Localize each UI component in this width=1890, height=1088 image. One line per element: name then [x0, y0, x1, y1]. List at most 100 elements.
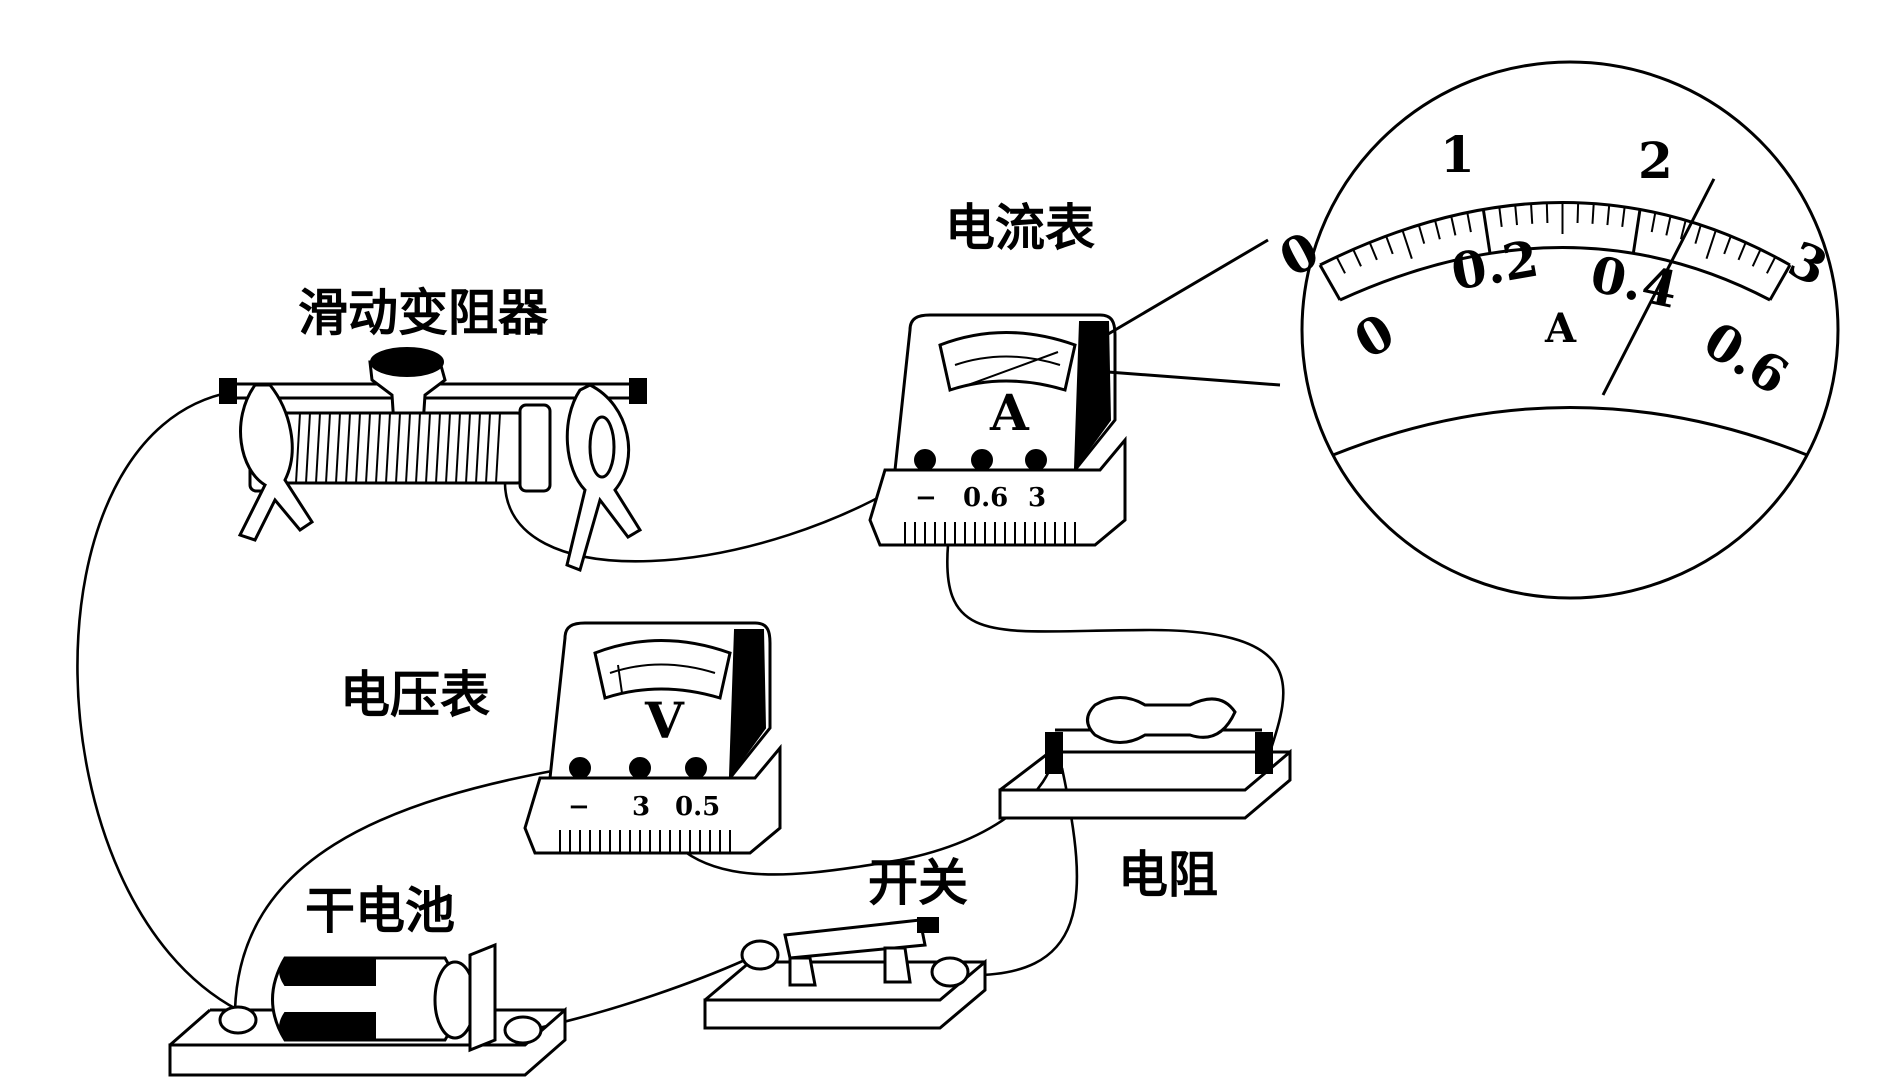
ammeter-terminal-negative	[914, 449, 936, 471]
dial-tick	[1723, 235, 1732, 255]
voltmeter-terminal-3	[629, 757, 651, 779]
rheostat-coil-windings	[295, 412, 501, 484]
switch-label: 开关	[868, 853, 968, 912]
ammeter-dial-window	[938, 331, 1077, 392]
zoom-dial-ticks	[1318, 202, 1792, 301]
dial-tick	[1450, 215, 1457, 236]
switch-blade	[783, 918, 927, 960]
resistor-board	[998, 748, 1292, 820]
dial-tick	[1401, 229, 1413, 259]
resistor: 电阻	[998, 696, 1292, 904]
voltmeter-terminal-label-3: 3	[632, 792, 650, 822]
rheostat-rod-end-left	[219, 378, 237, 404]
voltmeter-terminal-negative	[569, 757, 591, 779]
zoom-connector-top	[1097, 238, 1269, 342]
switch-post-left	[788, 956, 817, 987]
outer-scale-2: 2	[1638, 131, 1673, 190]
switch-terminal-right	[930, 956, 970, 988]
switch: 开关	[703, 853, 987, 1030]
wire-voltmeter-negative-to-battery	[233, 764, 581, 1011]
voltmeter-symbol: V	[644, 691, 685, 750]
dial-tick	[1481, 209, 1492, 254]
battery-label: 干电池	[305, 881, 455, 940]
ammeter-side-panel	[1073, 321, 1112, 472]
resistor-board-edge	[999, 750, 1051, 792]
switch-board	[703, 958, 987, 1030]
dial-tick	[1768, 264, 1792, 301]
ammeter-terminal-0.6	[971, 449, 993, 471]
resistor-terminal-right	[1255, 732, 1273, 774]
outer-scale-1: 1	[1440, 125, 1475, 184]
rheostat: 滑动变阻器	[219, 283, 647, 572]
voltmeter-terminal-label-negative: −	[568, 792, 590, 822]
rheostat-end-cap-right	[518, 403, 552, 493]
voltmeter: 电压表 V −	[340, 621, 782, 855]
voltmeter-needle	[617, 664, 623, 694]
switch-handle	[917, 917, 939, 933]
ammeter-zoom-dial: 0 1 2 3 0 0.2 0.4 0.6 A	[1097, 60, 1840, 600]
dial-tick	[1766, 256, 1777, 274]
zoom-connector-bottom	[1107, 370, 1281, 387]
voltmeter-terminal-0.5	[685, 757, 707, 779]
zoom-dial-unit: A	[1544, 305, 1577, 352]
dial-tick	[1514, 204, 1518, 226]
battery-terminal-left	[218, 1005, 258, 1035]
dial-tick	[1434, 220, 1441, 240]
battery-holder-right	[468, 942, 497, 1053]
battery: 干电池	[168, 881, 567, 1077]
dial-tick	[1385, 235, 1394, 255]
dial-tick	[1751, 249, 1762, 267]
dial-tick	[1705, 229, 1717, 259]
ammeter-dial-arc	[954, 355, 1061, 366]
switch-post-right	[883, 946, 912, 984]
dial-tick	[1368, 242, 1378, 261]
ammeter-base-ridges	[904, 522, 1076, 545]
battery-terminal-right	[503, 1015, 543, 1045]
zoom-dial-needle	[1601, 178, 1716, 396]
rheostat-terminal-ring	[588, 415, 616, 479]
voltmeter-base-ridges	[559, 830, 731, 853]
rheostat-rod-end-right	[629, 378, 647, 404]
voltmeter-side-panel	[728, 629, 767, 780]
ammeter-base	[868, 435, 1127, 547]
battery-base-edge	[169, 1008, 211, 1047]
battery-base	[168, 1006, 567, 1077]
ammeter-label: 电流表	[945, 198, 1095, 257]
voltmeter-base	[523, 743, 782, 855]
dial-tick	[1606, 204, 1611, 226]
resistor-body	[1086, 696, 1237, 744]
zoom-dial-lower-arc	[1332, 406, 1808, 457]
dial-tick	[1650, 212, 1657, 233]
resistor-terminal-left	[1045, 732, 1063, 774]
dial-tick	[1352, 249, 1362, 267]
dial-tick	[1318, 264, 1342, 301]
voltmeter-label: 电压表	[340, 665, 490, 724]
ammeter-terminal-label-0.6: 0.6	[963, 483, 1008, 513]
dial-tick	[1498, 206, 1503, 227]
ammeter-terminal-label-negative: −	[915, 483, 937, 513]
voltmeter-dial-arc	[609, 663, 716, 674]
dial-tick	[1417, 224, 1426, 244]
ammeter-terminal-3	[1025, 449, 1047, 471]
dial-tick	[1335, 256, 1346, 274]
dial-tick	[1737, 242, 1747, 261]
battery-cell-dark-band	[279, 957, 376, 986]
ammeter-symbol: A	[989, 383, 1030, 442]
dial-tick	[1621, 206, 1626, 227]
ammeter: 电流表 A	[868, 198, 1127, 547]
switch-terminal-left	[740, 939, 780, 971]
dial-tick	[1591, 203, 1595, 224]
rheostat-stand-left	[237, 383, 315, 542]
rheostat-label: 滑动变阻器	[298, 283, 549, 342]
dial-tick	[1545, 202, 1549, 224]
rheostat-slider-knob	[370, 347, 444, 377]
wire-ammeter-to-resistor	[946, 544, 1285, 753]
dial-tick	[1679, 220, 1687, 240]
dial-tick	[1694, 224, 1702, 244]
dial-tick	[1665, 215, 1672, 236]
dial-tick	[1576, 202, 1580, 224]
dial-tick	[1631, 209, 1642, 254]
ammeter-needle	[967, 351, 1059, 386]
wire-rheostat-to-battery	[76, 390, 239, 1012]
